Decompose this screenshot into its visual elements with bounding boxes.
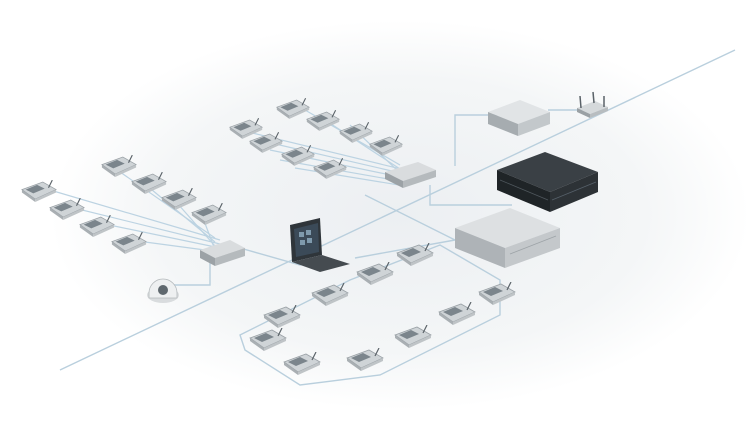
floor-glow [50,20,750,410]
network-switch-icon [385,162,436,188]
wireless-access-point-icon [577,91,608,118]
cable-network [59,49,736,386]
router-box-icon [488,100,550,136]
dome-camera-icon [147,278,179,303]
network-switch-icon [200,240,245,266]
rack-server-icon [497,152,598,212]
delegate-unit [21,180,57,203]
central-control-unit-icon [455,208,560,268]
laptop-icon [290,218,350,272]
